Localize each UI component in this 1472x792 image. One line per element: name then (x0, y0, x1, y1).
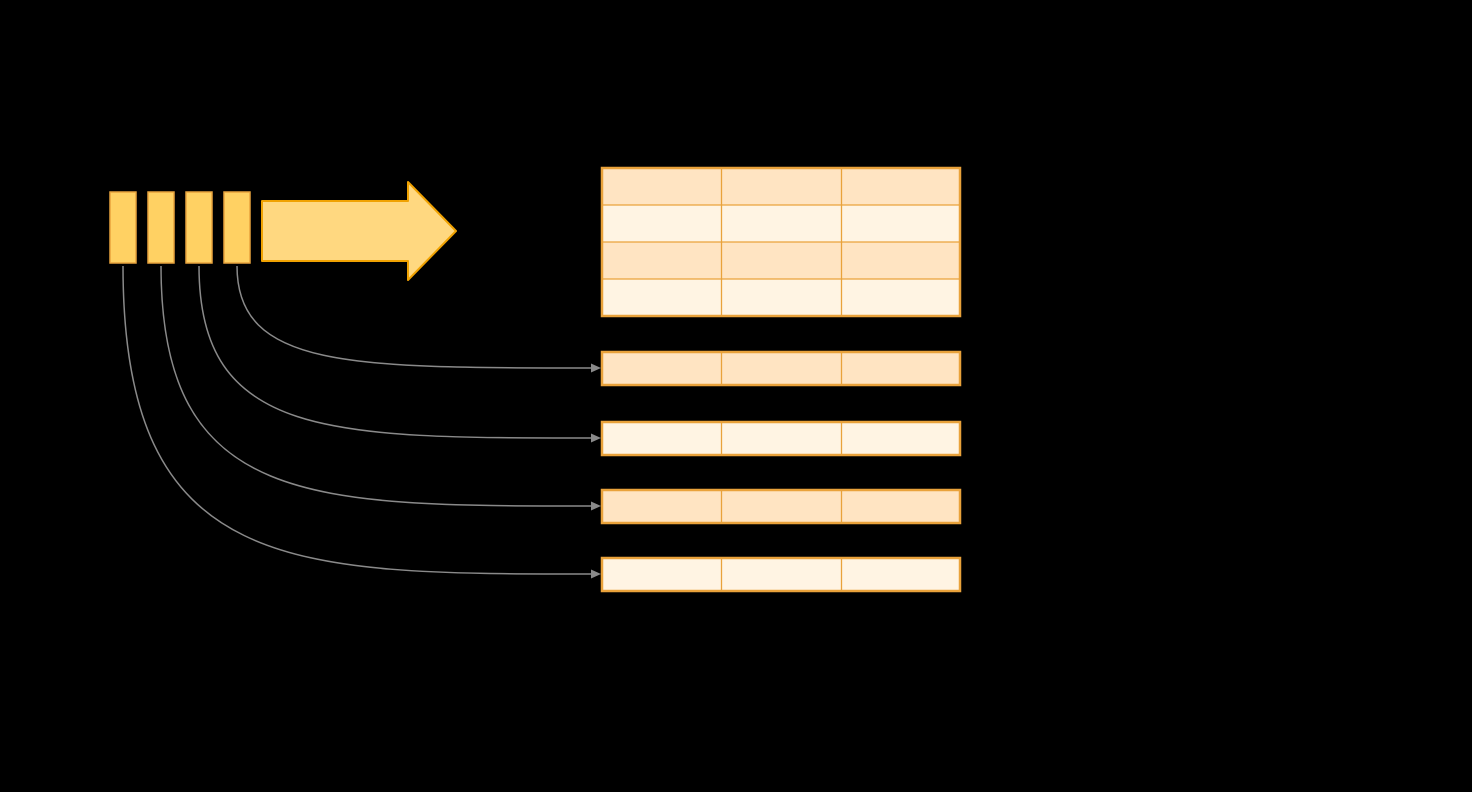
row-table-border (600, 488, 962, 525)
grid-table-row-2 (602, 205, 960, 242)
flow-arrow-icon (261, 181, 457, 281)
token-stack (109, 191, 251, 264)
row-table-fill (602, 558, 960, 591)
token-bar-1 (109, 191, 137, 264)
connector-arrowhead-icon (591, 501, 601, 511)
connector-arrowhead-icon (591, 433, 601, 443)
row-table-fill (602, 422, 960, 455)
connector-arrow (198, 265, 592, 439)
row-table-3 (600, 488, 962, 525)
connector-arrow (160, 265, 592, 507)
row-table-fill (602, 490, 960, 523)
row-table-4 (600, 556, 962, 593)
row-table-2 (600, 420, 962, 457)
grid-table (600, 166, 962, 318)
connector-arrow (122, 265, 592, 575)
row-table-1 (600, 350, 962, 387)
token-bar-2 (147, 191, 175, 264)
connectors (122, 265, 601, 579)
grid-table-row-3 (602, 242, 960, 279)
grid-table-row-1 (602, 168, 960, 205)
token-bar-4 (223, 191, 251, 264)
grid-table-border (600, 166, 962, 318)
connector-arrow (236, 265, 592, 369)
token-bar-3 (185, 191, 213, 264)
grid-table-row-4 (602, 279, 960, 316)
row-table-border (600, 350, 962, 387)
connector-arrowhead-icon (591, 363, 601, 373)
row-table-fill (602, 352, 960, 385)
connector-arrowhead-icon (591, 569, 601, 579)
row-table-border (600, 420, 962, 457)
row-table-border (600, 556, 962, 593)
